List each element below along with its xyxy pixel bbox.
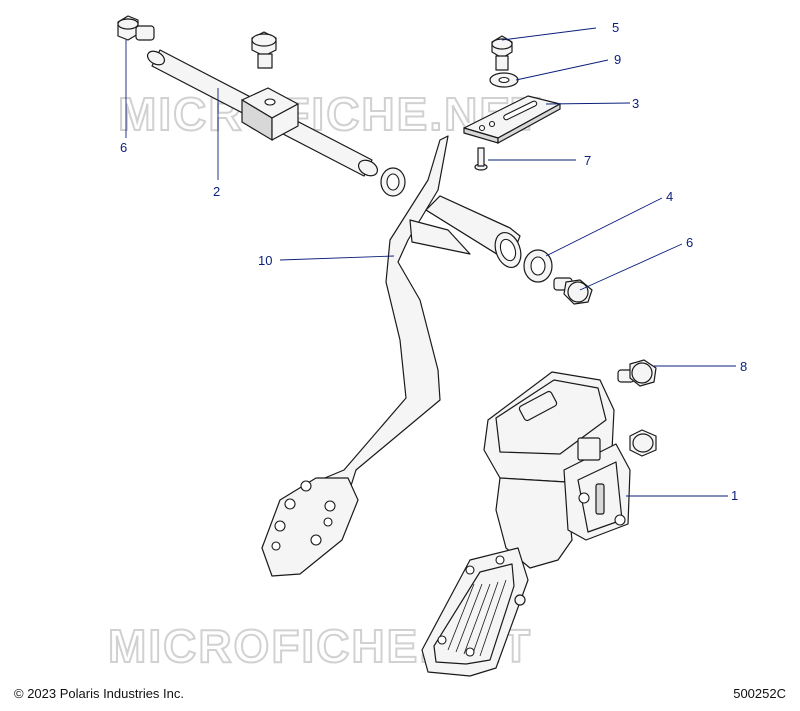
part-2-pivot-shaft[interactable] <box>145 48 380 178</box>
part-8-flange-nut-upper[interactable] <box>617 359 657 387</box>
part-3-slotted-plate[interactable] <box>463 95 561 145</box>
copyright-notice: © 2023 Polaris Industries Inc. <box>14 686 184 701</box>
callout-3: 3 <box>632 96 639 111</box>
part-1-accelerator-pedal-assembly[interactable] <box>421 371 631 677</box>
part-6-bolt-left[interactable] <box>117 15 155 41</box>
figure-id: 500252C <box>733 686 786 701</box>
part-pivot-tube[interactable] <box>409 195 525 271</box>
part-4-bushing-right[interactable] <box>523 249 553 283</box>
part-8-flange-nut-lower[interactable] <box>629 429 657 457</box>
callout-5: 5 <box>612 20 619 35</box>
callout-6-right: 6 <box>686 235 693 250</box>
callout-4: 4 <box>666 189 673 204</box>
callout-6-left: 6 <box>120 140 127 155</box>
part-9-washer[interactable] <box>489 72 519 88</box>
leader-lines <box>125 27 736 497</box>
callout-2: 2 <box>213 184 220 199</box>
callout-10: 10 <box>258 253 272 268</box>
callout-8: 8 <box>740 359 747 374</box>
callout-9: 9 <box>614 52 621 67</box>
callout-7: 7 <box>584 153 591 168</box>
part-5-bolt[interactable] <box>491 35 513 71</box>
part-6-bolt-right[interactable] <box>553 277 593 305</box>
part-bushing-left[interactable] <box>380 167 406 197</box>
callout-1: 1 <box>731 488 738 503</box>
part-10-pedal-arm[interactable] <box>261 135 449 577</box>
part-7-screw[interactable] <box>474 147 488 171</box>
part-collar-bolt[interactable] <box>251 31 277 69</box>
